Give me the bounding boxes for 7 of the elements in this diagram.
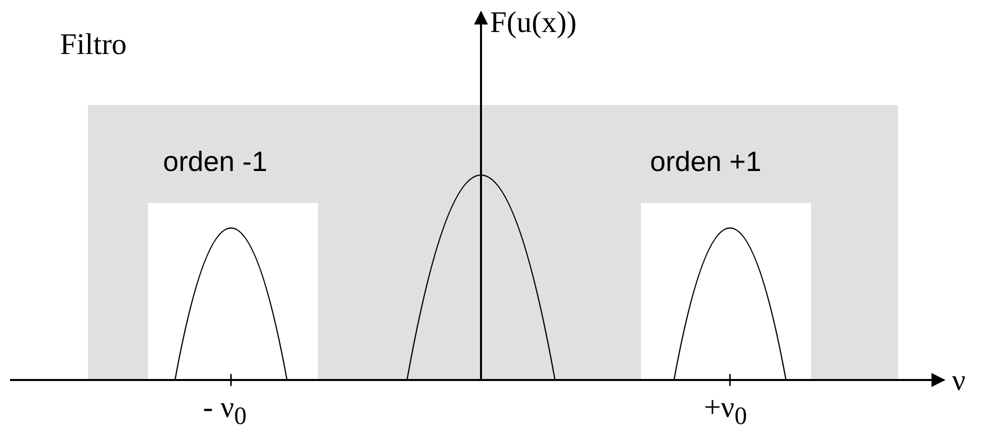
tick-label: - ν$_{0}$ — [203, 393, 247, 429]
tick-label: +ν$_{0}$ — [704, 393, 747, 429]
axis-label: ν — [952, 366, 966, 396]
axis-label: F(u(x)) — [490, 8, 577, 38]
order-label: orden +1 — [650, 148, 762, 176]
order-label: orden -1 — [163, 148, 268, 176]
filter-label: Filtro — [60, 30, 127, 60]
